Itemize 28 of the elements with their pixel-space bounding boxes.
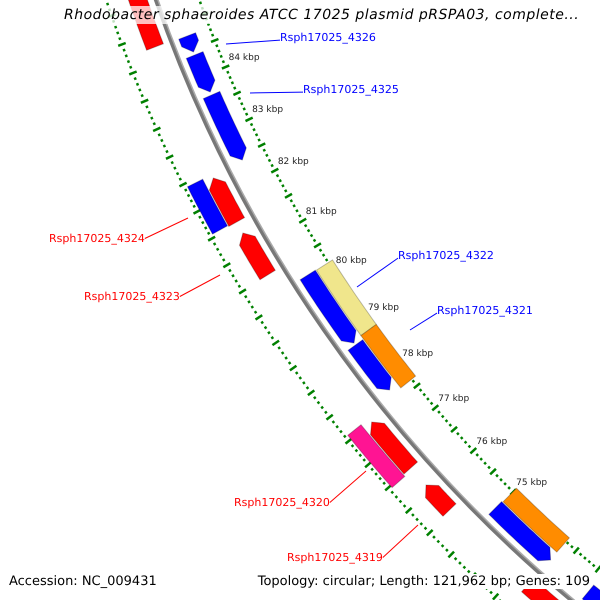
scale-label: 82 kbp — [278, 156, 309, 167]
gene-label: Rsph17025_4319 — [287, 551, 383, 564]
gene-label: Rsph17025_4321 — [437, 304, 533, 317]
scale-label: 77 kbp — [438, 394, 470, 404]
gene-label: Rsph17025_4322 — [398, 249, 494, 262]
leader-line — [356, 258, 398, 288]
leader-line — [226, 40, 280, 44]
scale-label: 84 kbp — [228, 53, 260, 63]
scale-label: 78 kbp — [402, 349, 434, 360]
leader-line — [144, 218, 188, 239]
leader-line — [179, 274, 220, 297]
gene-label: Rsph17025_4326 — [280, 31, 376, 44]
leader-line — [382, 524, 418, 558]
scale-label: 76 kbp — [476, 436, 508, 447]
leader-line — [410, 312, 438, 330]
gene-label: Rsph17025_4320 — [234, 496, 330, 509]
scale-label: 75 kbp — [516, 478, 548, 488]
leader-line — [250, 92, 304, 94]
scale-label: 81 kbp — [306, 206, 337, 217]
gene-label: Rsph17025_4323 — [84, 290, 180, 303]
scale-label: 80 kbp — [336, 256, 367, 266]
leader-line — [329, 470, 366, 503]
gene-label: Rsph17025_4325 — [303, 83, 399, 96]
scale-label: 83 kbp — [252, 105, 284, 116]
accession-text: Accession: NC_009431 — [9, 574, 157, 589]
gene-label: Rsph17025_4324 — [49, 232, 145, 245]
genome-summary-text: Topology: circular; Length: 121,962 bp; Genes: 109 — [258, 574, 590, 589]
scale-label: 79 kbp — [368, 303, 399, 314]
